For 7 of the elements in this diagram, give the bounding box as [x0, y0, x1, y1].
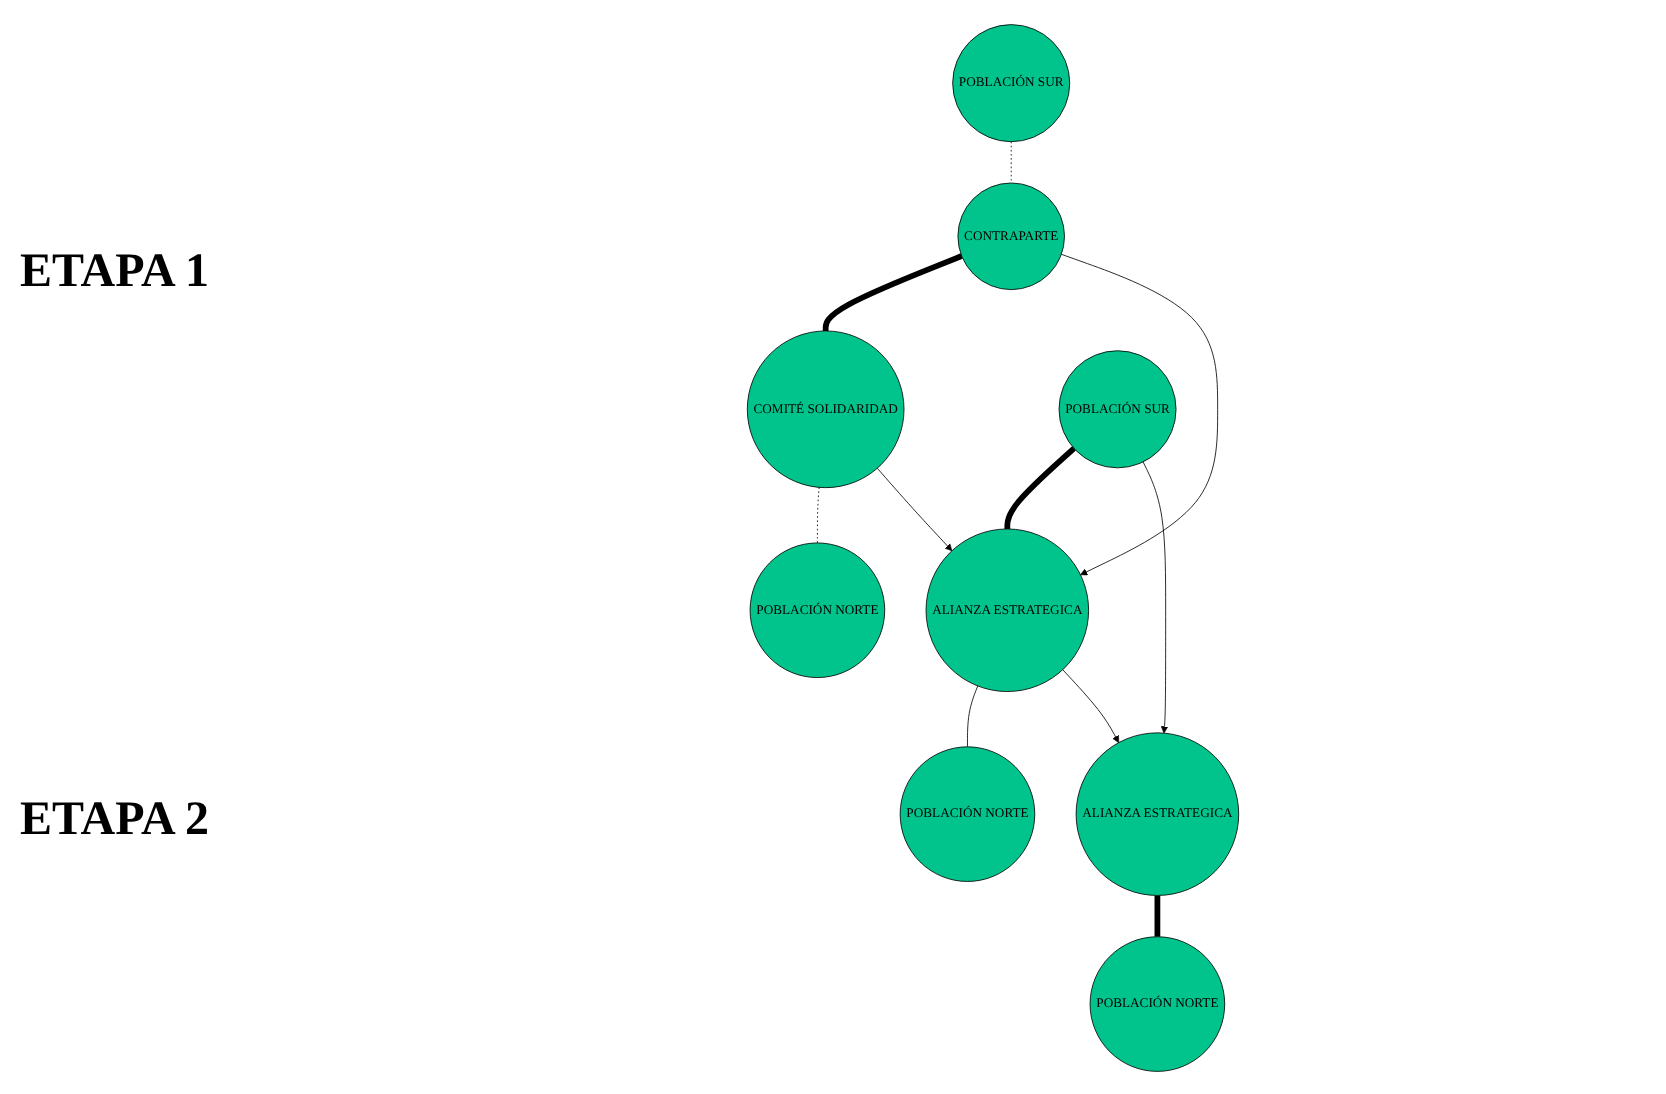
- connector: [1154, 894, 1161, 936]
- connector: [1004, 445, 1076, 528]
- stage-label: ETAPA 2: [20, 793, 211, 848]
- connector: [817, 485, 820, 543]
- connector: [822, 252, 963, 330]
- connector: [967, 684, 979, 747]
- stage-label: ETAPA 1: [20, 246, 211, 301]
